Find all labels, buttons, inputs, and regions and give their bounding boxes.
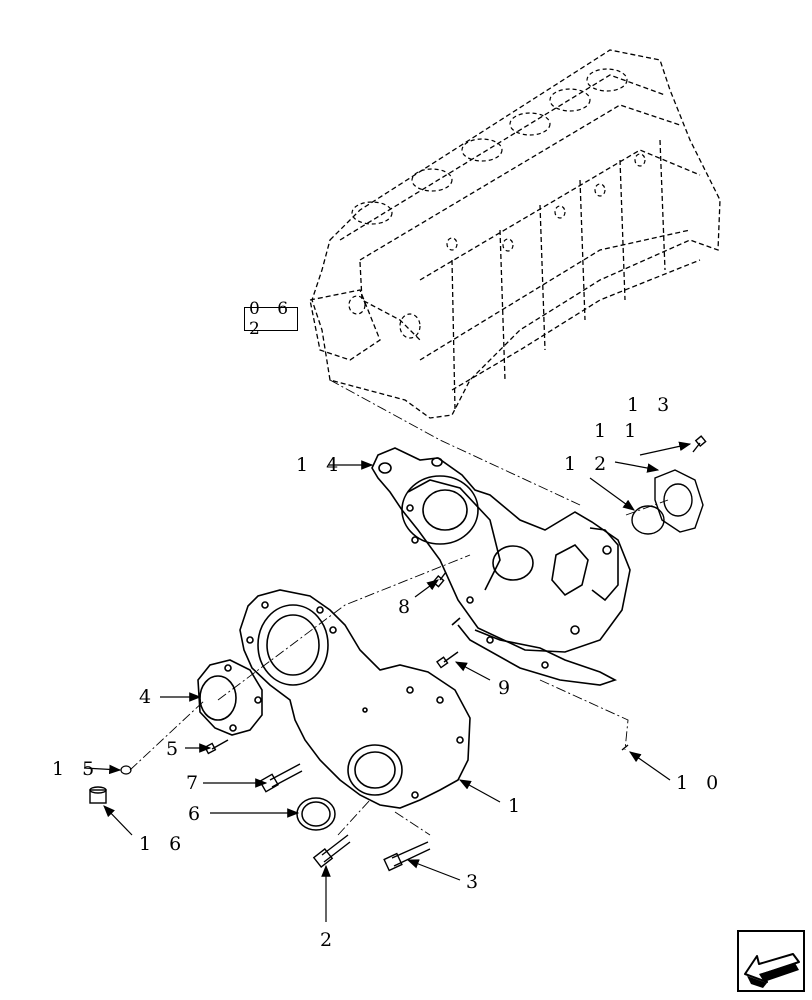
plug-16 xyxy=(89,786,107,804)
callout-9: 9 xyxy=(498,677,516,699)
o-ring-12 xyxy=(631,505,665,535)
callout-7: 7 xyxy=(186,772,204,794)
callout-1: 1 xyxy=(508,795,526,817)
callout-14: 1 4 xyxy=(296,454,344,476)
o-ring-15 xyxy=(120,765,132,775)
callout-10: 1 0 xyxy=(676,772,724,794)
callout-5: 5 xyxy=(166,738,184,760)
callout-4: 4 xyxy=(139,686,157,708)
callout-11: 1 1 xyxy=(594,420,642,442)
callout-13: 1 3 xyxy=(627,394,675,416)
reference-group-label: 0 6 2 xyxy=(249,299,295,339)
callout-16: 1 6 xyxy=(139,833,187,855)
callout-15: 1 5 xyxy=(52,758,100,780)
reference-group-box: 0 6 2 xyxy=(244,299,298,339)
gear-housing xyxy=(371,447,631,686)
previous-page-button[interactable] xyxy=(737,930,805,992)
previous-page-arrow-icon xyxy=(737,930,805,992)
leader-arrows xyxy=(83,441,692,922)
assembly-centerlines xyxy=(129,379,669,836)
engine-block-outline xyxy=(309,49,721,419)
seal-ring-6 xyxy=(296,797,336,831)
engine-block-cylinder-bores xyxy=(348,68,646,339)
callout-3: 3 xyxy=(466,871,484,893)
callout-8: 8 xyxy=(398,596,416,618)
callout-6: 6 xyxy=(188,803,206,825)
callout-12: 1 2 xyxy=(564,453,612,475)
cover-plate xyxy=(197,659,263,736)
callout-2: 2 xyxy=(320,929,338,951)
flange-gasket-11 xyxy=(654,469,704,533)
front-timing-cover xyxy=(239,589,471,809)
